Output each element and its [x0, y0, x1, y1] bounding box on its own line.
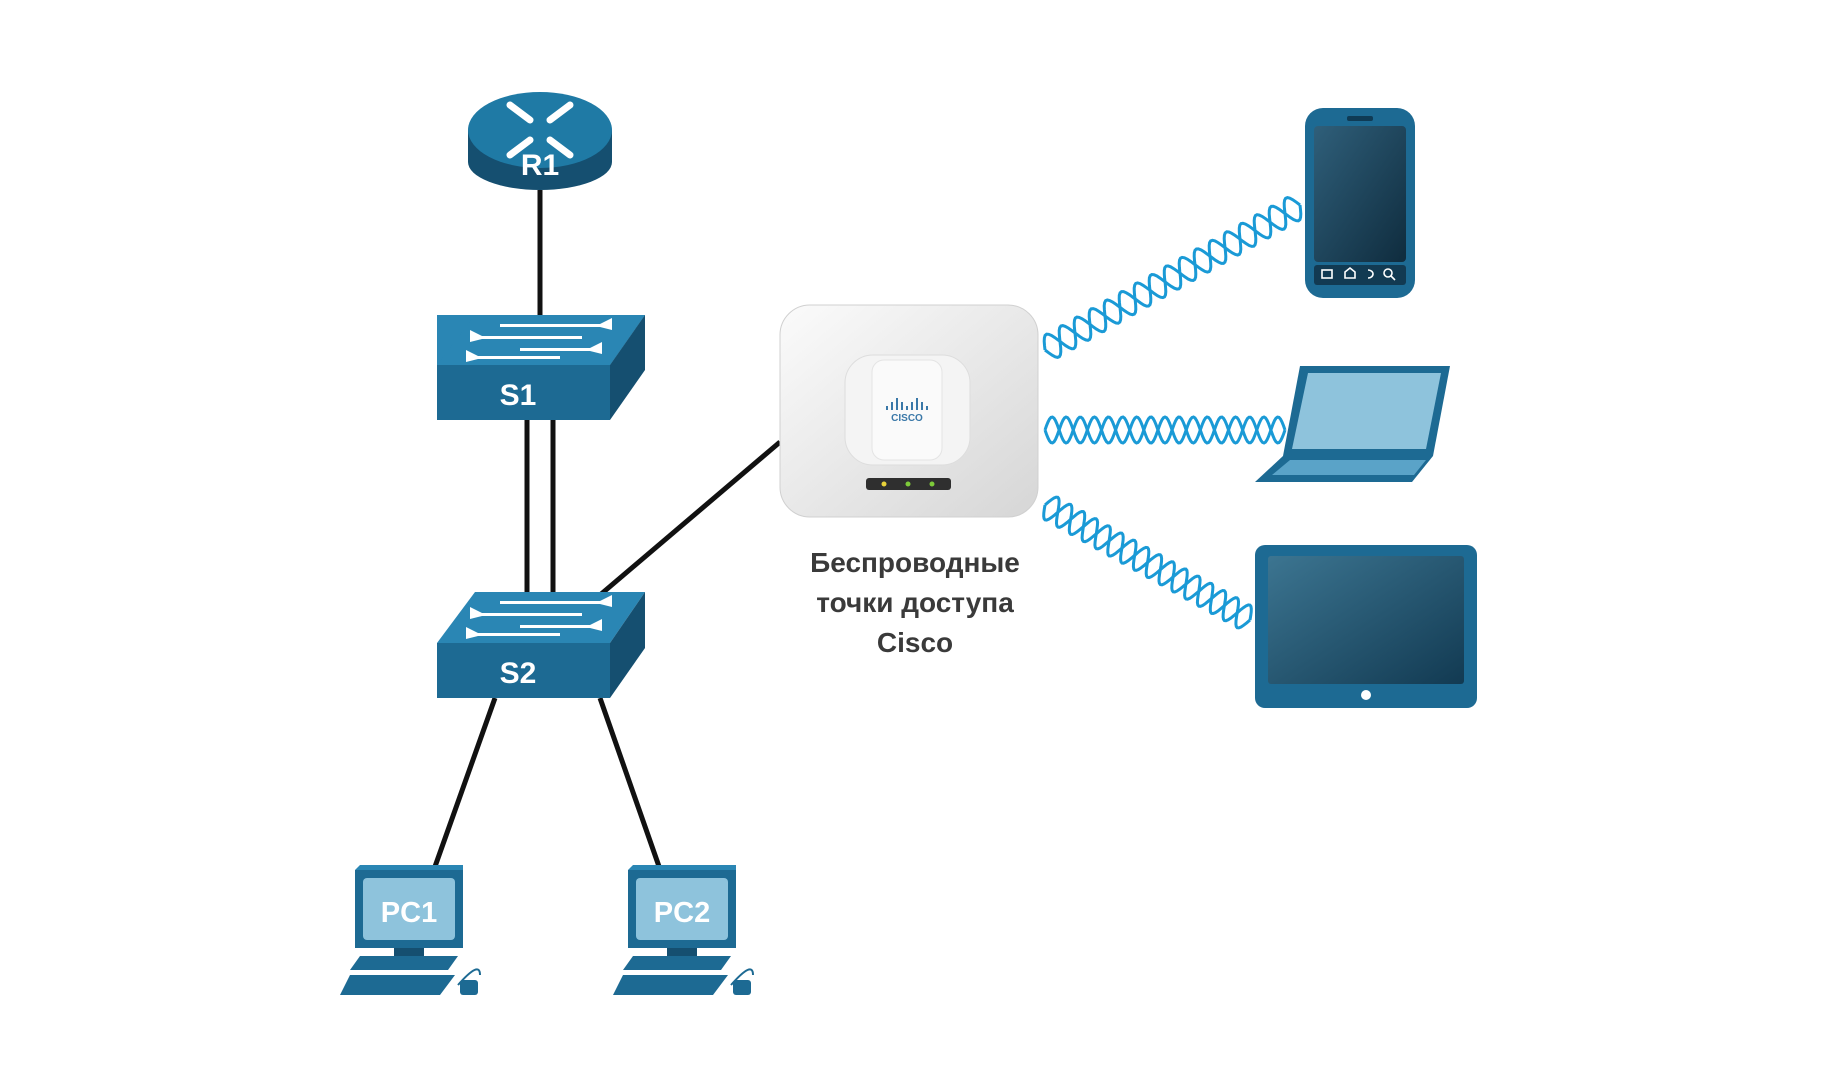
ap-led-3 — [929, 481, 935, 487]
pc-screen — [636, 878, 728, 940]
wireless-signal-smartphone-b — [1042, 196, 1301, 351]
switch-s2-label: S2 — [500, 657, 537, 690]
pc-mouse — [460, 980, 478, 995]
link-s2-pc1 — [429, 697, 498, 876]
smartphone-icon[interactable] — [1305, 108, 1415, 298]
cisco-logo-icon — [886, 398, 928, 410]
pc-base — [623, 956, 731, 970]
pc2[interactable]: PC2 — [613, 865, 754, 995]
switch-front — [437, 643, 610, 698]
wired-links — [429, 190, 782, 876]
switch-s2[interactable]: S2 — [437, 592, 645, 698]
pc-stand — [667, 948, 697, 956]
wireless-signal-smartphone — [1044, 204, 1303, 359]
router-top — [468, 92, 612, 168]
laptop-screen — [1292, 373, 1441, 449]
pc-keyboard — [613, 975, 728, 995]
switch-s1-label: S1 — [500, 379, 537, 412]
pc2-label: PC2 — [654, 897, 710, 929]
laptop-keys — [1272, 460, 1426, 475]
ap-led-1 — [881, 481, 887, 487]
laptop-icon[interactable] — [1255, 366, 1450, 482]
caption-line-2: точки доступа — [816, 587, 1014, 618]
switch-top-face — [437, 592, 645, 643]
pc-base — [350, 956, 458, 970]
tablet-screen — [1268, 556, 1464, 684]
phone-nav-icons — [1321, 266, 1396, 281]
router-r1[interactable]: R1 — [468, 92, 612, 190]
switch-front — [437, 365, 610, 420]
cisco-logo-text: CISCO — [891, 413, 923, 424]
pc-keyboard — [340, 975, 455, 995]
router-label: R1 — [521, 149, 559, 182]
switch-s1[interactable]: S1 — [437, 315, 645, 420]
pc-stand — [394, 948, 424, 956]
tablet-icon[interactable] — [1255, 545, 1477, 708]
switch-arrows-icon — [466, 595, 612, 639]
wireless-signal-laptop-b — [1043, 415, 1287, 445]
phone-speaker — [1347, 116, 1373, 121]
switch-side — [610, 315, 645, 420]
caption-line-1: Беспроводные — [810, 547, 1020, 578]
wireless-signals — [1042, 196, 1303, 630]
wireless-access-point[interactable]: CISCO — [779, 304, 1039, 518]
caption-line-3: Cisco — [876, 627, 954, 658]
pc-mouse — [733, 980, 751, 995]
pc-monitor-side — [355, 865, 463, 870]
pc1-label: PC1 — [381, 897, 437, 929]
phone-button-bar — [1314, 265, 1406, 285]
switch-side — [610, 592, 645, 698]
switch-arrows-icon — [466, 318, 612, 362]
pc-monitor-side — [628, 865, 736, 870]
pc1[interactable]: PC1 — [340, 865, 481, 995]
wireless-signal-laptop — [1043, 415, 1287, 445]
access-point-caption: Беспроводные точки доступа Cisco — [745, 543, 1085, 663]
link-s2-pc2 — [597, 697, 665, 876]
switch-top-face — [437, 315, 645, 365]
pc-screen — [363, 878, 455, 940]
ap-led-2 — [905, 481, 911, 487]
wireless-signal-tablet-b — [1044, 495, 1251, 630]
phone-screen — [1314, 126, 1406, 262]
router-arrows-icon — [506, 101, 574, 159]
tablet-home-button — [1361, 690, 1371, 700]
link-s2-ap — [598, 440, 782, 597]
